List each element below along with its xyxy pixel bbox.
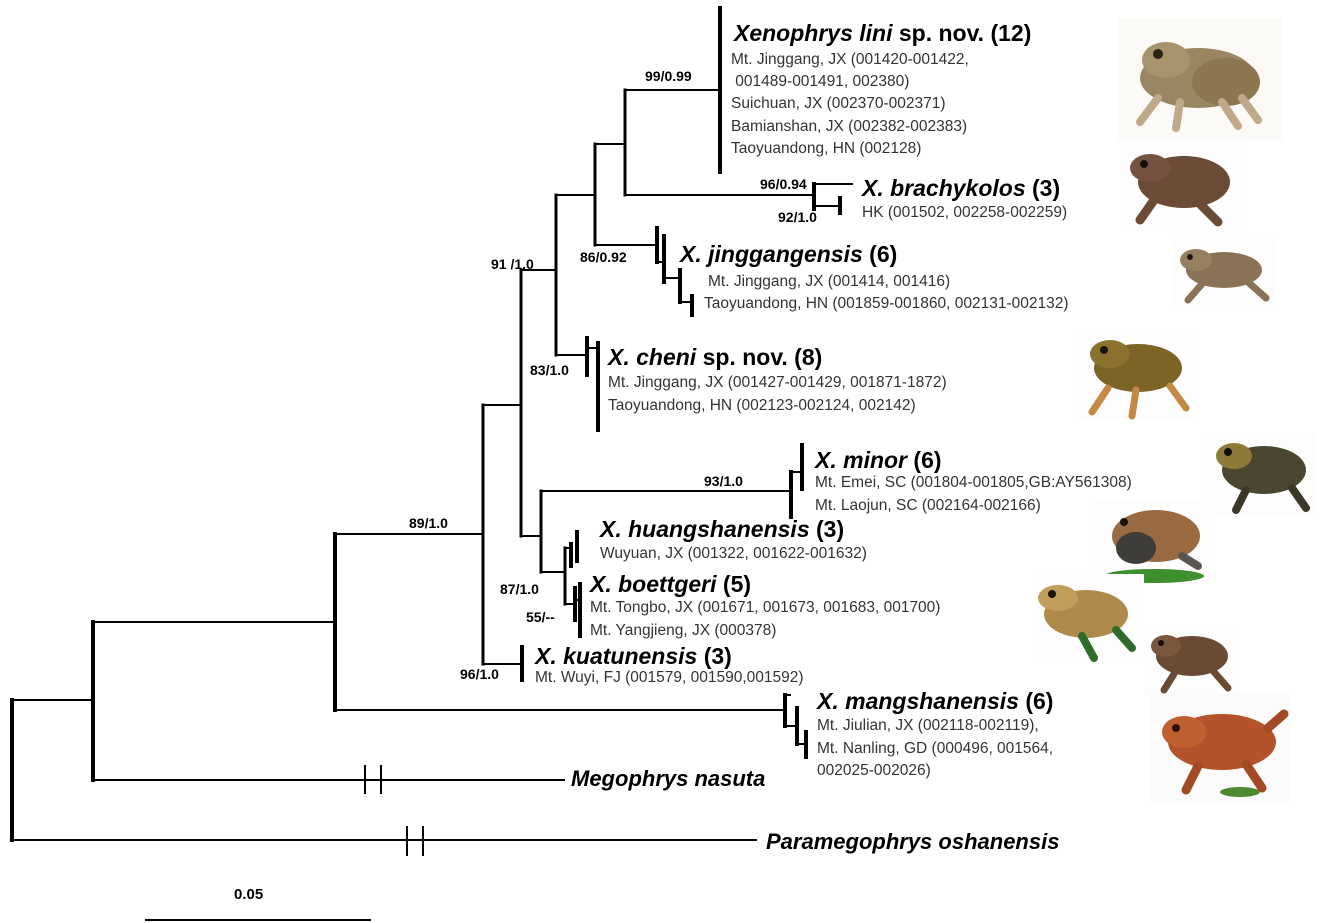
outgroup-megophrys-nasuta: Megophrys nasuta xyxy=(571,768,765,790)
locality-mangshanensis-3: 002025-002026) xyxy=(817,763,931,779)
locality-jinggangensis-1: Mt. Jinggang, JX (001414, 001416) xyxy=(708,274,950,290)
frog-photo-brachykolos xyxy=(1120,138,1242,230)
locality-lini-4: Bamianshan, JX (002382-002383) xyxy=(731,119,967,135)
locality-boettgeri-1: Mt. Tongbo, JX (001671, 001673, 001683, … xyxy=(590,600,940,616)
taxon-name-brachykolos: X. brachykolos (3) xyxy=(862,177,1060,200)
support-value: 83/1.0 xyxy=(530,363,569,377)
frog-photo-kuatunensis xyxy=(1144,624,1238,696)
locality-lini-3: Suichuan, JX (002370-002371) xyxy=(731,96,946,112)
support-value: 89/1.0 xyxy=(409,516,448,530)
support-value: 87/1.0 xyxy=(500,582,539,596)
locality-mangshanensis-2: Mt. Nanling, GD (000496, 001564, xyxy=(817,741,1053,757)
taxon-name-mangshanensis: X. mangshanensis (6) xyxy=(817,690,1053,713)
frog-photo-cheni xyxy=(1078,328,1198,420)
locality-cheni-2: Taoyuandong, HN (002123-002124, 002142) xyxy=(608,398,916,414)
support-value: 55/-- xyxy=(526,610,555,624)
support-value: 91 /1.0 xyxy=(491,257,534,271)
locality-lini-2: 001489-001491, 002380) xyxy=(731,74,909,90)
frog-photo-mangshanensis xyxy=(1150,694,1290,802)
frog-photo-huangshanensis xyxy=(1094,500,1214,584)
locality-brachykolos-1: HK (001502, 002258-002259) xyxy=(862,205,1067,221)
support-value: 92/1.0 xyxy=(778,210,817,224)
frog-photo-jinggangensis xyxy=(1172,238,1276,306)
locality-lini-1: Mt. Jinggang, JX (001420-001422, xyxy=(731,52,969,68)
frog-photo-minor xyxy=(1206,432,1316,516)
support-value: 96/1.0 xyxy=(460,667,499,681)
locality-boettgeri-2: Mt. Yangjieng, JX (000378) xyxy=(590,623,776,639)
locality-kuatunensis-1: Mt. Wuyi, FJ (001579, 001590,001592) xyxy=(535,670,804,686)
locality-cheni-1: Mt. Jinggang, JX (001427-001429, 001871-… xyxy=(608,375,947,391)
locality-huangshanensis-1: Wuyuan, JX (001322, 001622-001632) xyxy=(600,546,867,562)
support-value: 96/0.94 xyxy=(760,177,807,191)
taxon-name-cheni: X. cheni sp. nov. (8) xyxy=(608,346,822,369)
taxon-name-minor: X. minor (6) xyxy=(815,449,942,472)
locality-jinggangensis-2: Taoyuandong, HN (001859-001860, 002131-0… xyxy=(704,296,1069,312)
locality-minor-1: Mt. Emei, SC (001804-001805,GB:AY561308) xyxy=(815,475,1132,491)
taxon-name-jinggangensis: X. jinggangensis (6) xyxy=(680,243,897,266)
support-value: 93/1.0 xyxy=(704,474,743,488)
taxon-name-boettgeri: X. boettgeri (5) xyxy=(590,573,751,596)
scale-bar-label: 0.05 xyxy=(234,887,263,902)
frog-photo-lini xyxy=(1118,18,1282,140)
frog-photo-boettgeri xyxy=(1032,574,1144,664)
taxon-name-lini: Xenophrys lini sp. nov. (12) xyxy=(734,22,1031,45)
support-value: 99/0.99 xyxy=(645,69,692,83)
taxon-name-kuatunensis: X. kuatunensis (3) xyxy=(535,645,732,668)
locality-mangshanensis-1: Mt. Jiulian, JX (002118-002119), xyxy=(817,718,1039,734)
locality-lini-5: Taoyuandong, HN (002128) xyxy=(731,141,921,157)
outgroup-paramegophrys-oshanensis: Paramegophrys oshanensis xyxy=(766,831,1059,853)
support-value: 86/0.92 xyxy=(580,250,627,264)
taxon-name-huangshanensis: X. huangshanensis (3) xyxy=(600,518,844,541)
locality-minor-2: Mt. Laojun, SC (002164-002166) xyxy=(815,498,1041,514)
